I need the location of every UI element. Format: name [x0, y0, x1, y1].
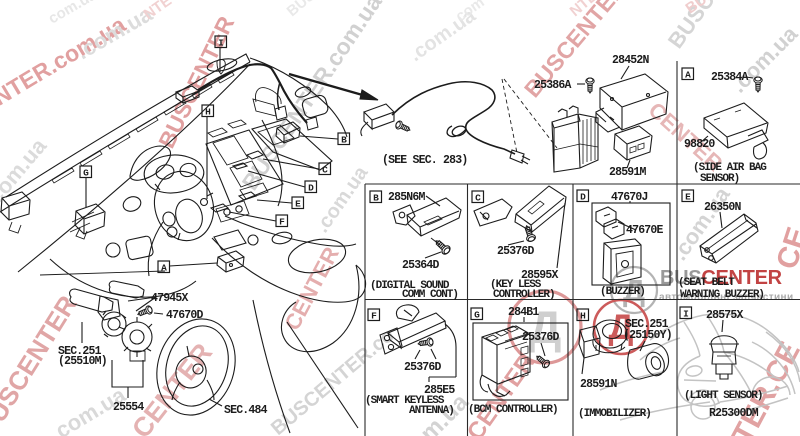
svg-text:C: C	[322, 165, 328, 176]
svg-text:(BCM CONTROLLER): (BCM CONTROLLER)	[468, 404, 558, 416]
svg-text:H: H	[205, 107, 211, 118]
svg-text:(25510M): (25510M)	[58, 355, 107, 368]
svg-text:(IMMOBILIZER): (IMMOBILIZER)	[578, 408, 651, 420]
svg-text:25384A: 25384A	[711, 71, 749, 84]
svg-text:I: I	[218, 38, 224, 49]
svg-text:E: E	[685, 192, 691, 203]
svg-text:Д: Д	[529, 301, 562, 353]
svg-text:BUSCENTER: BUSCENTER	[660, 267, 783, 289]
svg-text:25376D: 25376D	[522, 331, 560, 344]
svg-text:CONTROLLER): CONTROLLER)	[493, 289, 555, 301]
svg-text:(25150Y): (25150Y)	[623, 329, 672, 342]
svg-text:25376D: 25376D	[404, 361, 442, 374]
svg-text:47670D: 47670D	[166, 309, 204, 322]
svg-text:R25300DM: R25300DM	[709, 407, 759, 420]
svg-text:25386A: 25386A	[534, 79, 572, 92]
svg-text:SEC.484: SEC.484	[224, 404, 268, 417]
svg-text:B: B	[373, 193, 379, 204]
svg-text:(KEY LESS: (KEY LESS	[490, 279, 542, 291]
svg-text:(SEAT BELT: (SEAT BELT	[678, 277, 735, 289]
svg-text:A: A	[685, 70, 691, 81]
svg-text:285E5: 285E5	[424, 384, 455, 397]
svg-text:SEC.251: SEC.251	[625, 318, 669, 331]
svg-text:(DIGITAL SOUND: (DIGITAL SOUND	[370, 280, 450, 292]
svg-text:I: I	[683, 309, 689, 320]
svg-text:H: H	[580, 311, 586, 322]
svg-text:F: F	[279, 217, 285, 228]
svg-text:284B1: 284B1	[508, 306, 539, 319]
svg-text:E: E	[295, 199, 301, 210]
svg-text:B: B	[341, 135, 347, 146]
svg-text:D: D	[308, 183, 314, 194]
svg-text:F: F	[371, 311, 377, 322]
svg-text:WARNING BUZZER): WARNING BUZZER)	[680, 289, 764, 301]
svg-text:28595X: 28595X	[521, 269, 559, 282]
svg-text:(BUZZER): (BUZZER)	[600, 286, 645, 298]
svg-text:25376D: 25376D	[497, 245, 535, 258]
svg-text:(SEE SEC. 283): (SEE SEC. 283)	[382, 154, 467, 167]
svg-text:26350N: 26350N	[704, 201, 742, 214]
svg-text:28591M: 28591M	[609, 166, 647, 179]
svg-text:(SIDE AIR BAG: (SIDE AIR BAG	[693, 162, 767, 174]
svg-text:47670J: 47670J	[611, 191, 648, 204]
svg-text:A: A	[161, 263, 167, 274]
svg-text:285N6M: 285N6M	[388, 191, 426, 204]
svg-text:C: C	[475, 193, 481, 204]
svg-text:28591N: 28591N	[580, 378, 618, 391]
svg-text:SENSOR): SENSOR)	[700, 173, 739, 185]
svg-text:(SMART KEYLESS: (SMART KEYLESS	[365, 395, 445, 407]
svg-text:28452N: 28452N	[612, 54, 650, 67]
svg-text:COMM CONT): COMM CONT)	[402, 289, 458, 301]
svg-text:47945X: 47945X	[151, 292, 189, 305]
svg-text:28575X: 28575X	[706, 309, 744, 322]
svg-text:(LIGHT SENSOR): (LIGHT SENSOR)	[684, 390, 762, 402]
svg-text:25554: 25554	[113, 401, 144, 414]
svg-text:47670E: 47670E	[626, 224, 664, 237]
svg-text:G: G	[83, 168, 89, 179]
svg-text:98820: 98820	[684, 138, 715, 151]
svg-text:G: G	[474, 310, 480, 321]
svg-text:25364D: 25364D	[402, 259, 440, 272]
svg-text:SEC.251: SEC.251	[58, 345, 102, 358]
svg-text:D: D	[580, 192, 586, 203]
svg-text:ANTENNA): ANTENNA)	[409, 405, 454, 417]
